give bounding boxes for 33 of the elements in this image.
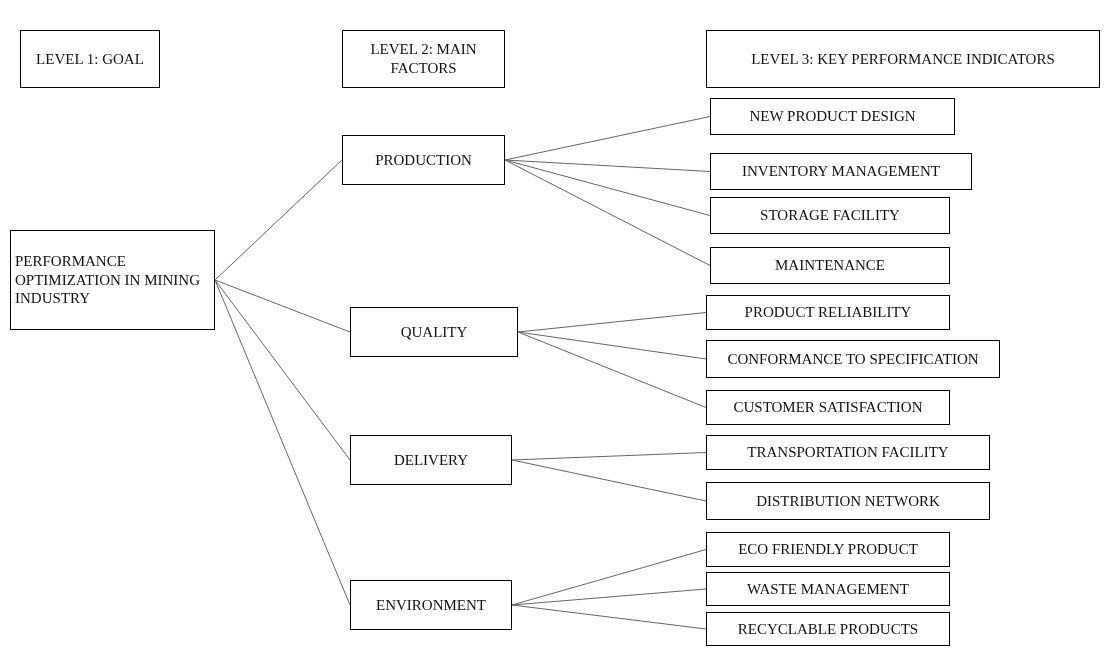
connector-line bbox=[517, 331, 707, 408]
connector-line bbox=[214, 279, 351, 333]
connector-line bbox=[511, 452, 707, 461]
factor-box: PRODUCTION bbox=[342, 135, 505, 185]
connector-line bbox=[517, 312, 707, 333]
indicator-box: WASTE MANAGEMENT bbox=[706, 572, 950, 606]
factor-box: QUALITY bbox=[350, 307, 518, 357]
connector-line bbox=[511, 588, 707, 606]
connector-line bbox=[511, 459, 707, 502]
level-heading-box: LEVEL 2: MAIN FACTORS bbox=[342, 30, 505, 88]
factor-box: ENVIRONMENT bbox=[350, 580, 512, 630]
indicator-box: STORAGE FACILITY bbox=[710, 197, 950, 234]
indicator-box: PRODUCT RELIABILITY bbox=[706, 295, 950, 330]
indicator-box: DISTRIBUTION NETWORK bbox=[706, 482, 990, 520]
indicator-box: CONFORMANCE TO SPECIFICATION bbox=[706, 340, 1000, 378]
connector-line bbox=[504, 159, 711, 216]
indicator-box: ECO FRIENDLY PRODUCT bbox=[706, 532, 950, 567]
connector-line bbox=[504, 159, 711, 266]
connector-line bbox=[511, 604, 707, 630]
indicator-box: TRANSPORTATION FACILITY bbox=[706, 435, 990, 470]
indicator-box: RECYCLABLE PRODUCTS bbox=[706, 612, 950, 646]
indicator-box: CUSTOMER SATISFACTION bbox=[706, 390, 950, 425]
level-heading-box: LEVEL 3: KEY PERFORMANCE INDICATORS bbox=[706, 30, 1100, 88]
connector-line bbox=[504, 159, 711, 172]
connector-line bbox=[214, 279, 351, 606]
goal-box: PERFORMANCE OPTIMIZATION IN MINING INDUSTRY bbox=[10, 230, 215, 330]
factor-box: DELIVERY bbox=[350, 435, 512, 485]
level-heading-box: LEVEL 1: GOAL bbox=[20, 30, 160, 88]
indicator-box: INVENTORY MANAGEMENT bbox=[710, 153, 972, 190]
indicator-box: NEW PRODUCT DESIGN bbox=[710, 98, 955, 135]
connector-line bbox=[214, 159, 343, 281]
connector-line bbox=[214, 279, 351, 461]
indicator-box: MAINTENANCE bbox=[710, 247, 950, 284]
